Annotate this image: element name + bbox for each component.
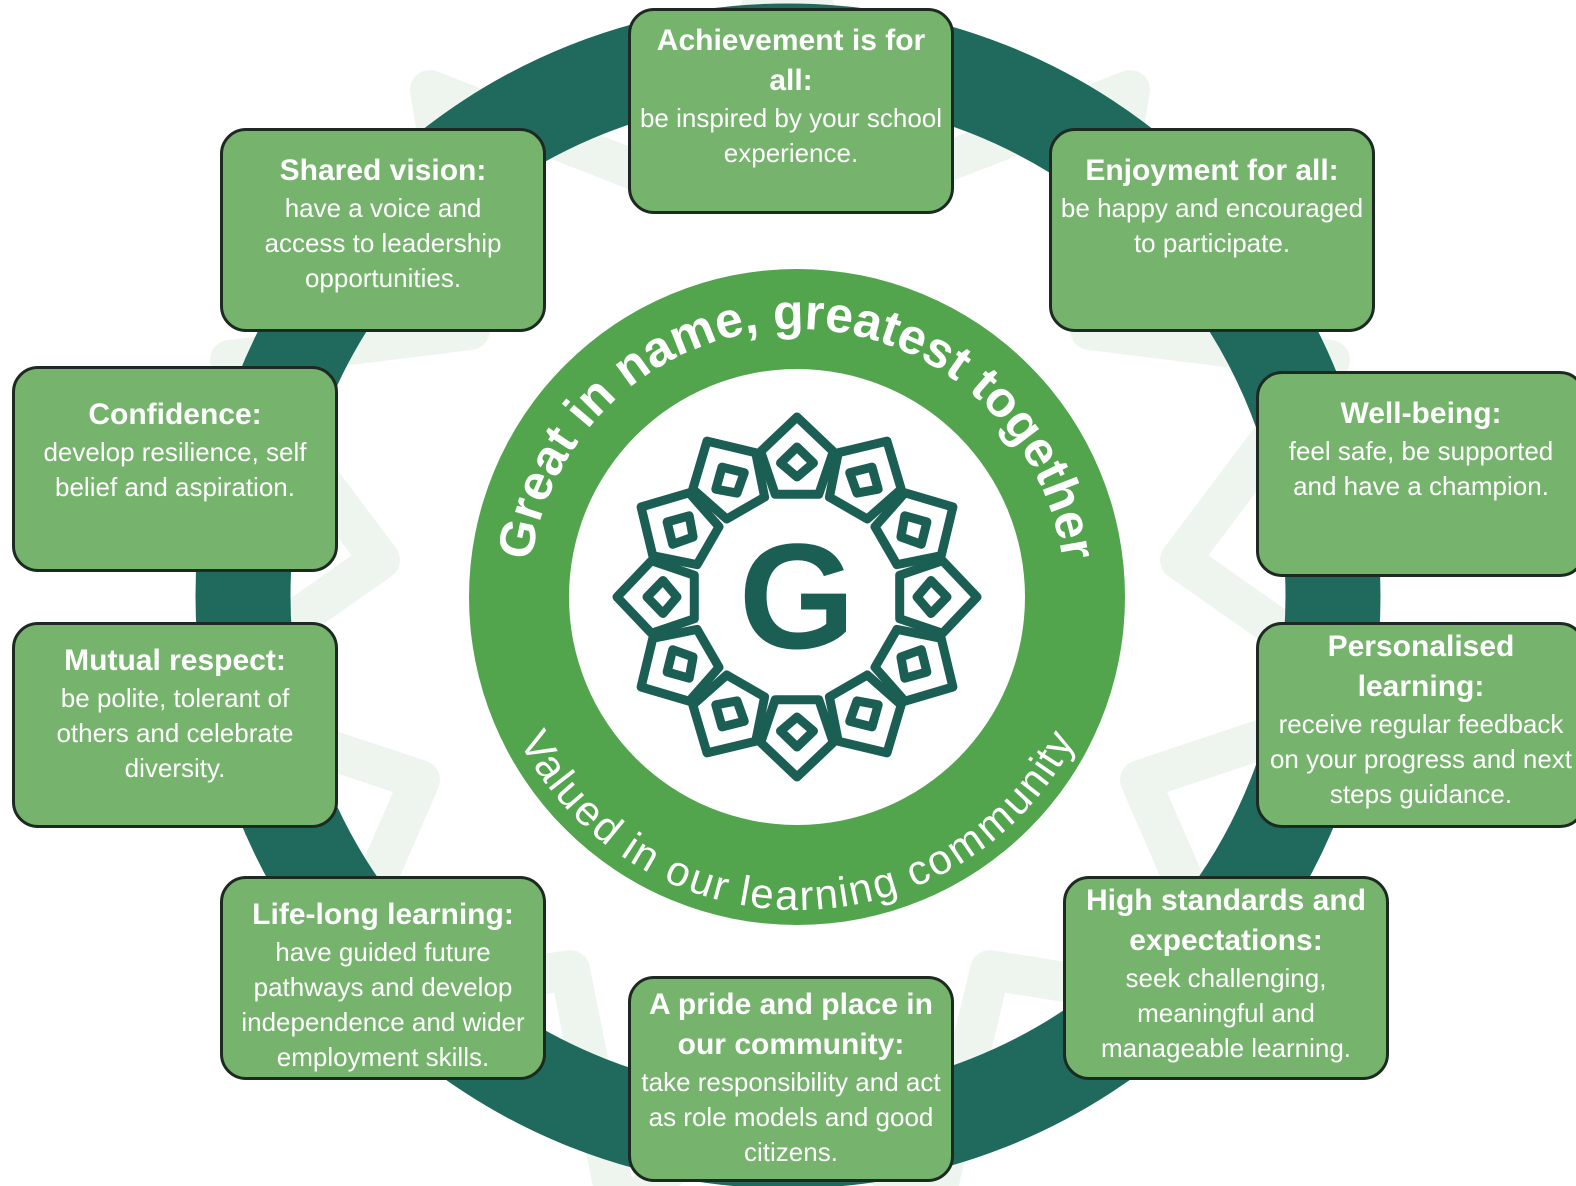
value-title: Achievement is for all: — [656, 24, 926, 97]
value-box-confidence: Confidence: develop resilience, self bel… — [12, 366, 338, 572]
value-title: Well-being: — [1340, 397, 1502, 430]
emblem-diamond — [912, 576, 952, 618]
value-box-well-being: Well-being: feel safe, be supported and … — [1256, 371, 1576, 577]
emblem-petal — [824, 670, 906, 758]
value-title: Shared vision: — [279, 154, 487, 187]
value-text: receive regular feedback on your progres… — [1269, 709, 1573, 809]
value-text: have a voice and access to leadership op… — [264, 193, 502, 293]
emblem-petal — [756, 412, 838, 499]
emblem-petal — [824, 436, 906, 524]
value-box-achievement: Achievement is for all: be inspired by y… — [628, 8, 954, 214]
emblem-petal — [636, 624, 724, 706]
value-title: Mutual respect: — [64, 644, 286, 677]
emblem-diamond — [896, 511, 932, 549]
emblem-diamond — [776, 442, 818, 482]
emblem-petal — [870, 488, 958, 570]
value-text: have guided future pathways and develop … — [241, 937, 525, 1072]
emblem-diamond — [776, 712, 818, 752]
value-box-pride: A pride and place in our community: take… — [628, 976, 954, 1182]
emblem-petal — [895, 556, 982, 638]
emblem-diamond — [711, 462, 749, 498]
value-text: seek challenging, meaningful and managea… — [1100, 963, 1352, 1063]
center-white-disc — [569, 369, 1025, 825]
emblem-diamond — [662, 511, 698, 549]
logo-letter: G — [739, 512, 856, 680]
emblem-diamond — [896, 645, 932, 683]
emblem-petal — [688, 436, 770, 524]
value-text: take responsibility and act as role mode… — [641, 1067, 941, 1167]
emblem-petal — [870, 624, 958, 706]
value-box-personalised: Personalised learning: receive regular f… — [1256, 622, 1576, 828]
emblem-diamond — [642, 576, 682, 618]
emblem-diamond — [845, 462, 883, 498]
value-box-shared-vision: Shared vision: have a voice and access t… — [220, 128, 546, 332]
value-title: Confidence: — [88, 398, 262, 431]
value-title: Life-long learning: — [252, 898, 514, 931]
value-text: feel safe, be supported and have a champ… — [1288, 436, 1554, 501]
emblem-petal — [688, 670, 770, 758]
emblem-petal — [612, 556, 699, 638]
emblem-petal — [636, 488, 724, 570]
value-text: be happy and encouraged to participate. — [1060, 193, 1364, 258]
value-title: A pride and place in our community: — [649, 988, 933, 1061]
value-box-enjoyment: Enjoyment for all: be happy and encourag… — [1049, 128, 1375, 332]
value-box-mutual-respect: Mutual respect: be polite, tolerant of o… — [12, 622, 338, 828]
star-emblem-icon — [612, 412, 982, 782]
emblem-diamond — [845, 696, 883, 732]
value-box-life-long: Life-long learning: have guided future p… — [220, 876, 546, 1080]
value-text: be inspired by your school experience. — [639, 103, 943, 168]
value-box-high-standards: High standards and expectations: seek ch… — [1063, 876, 1389, 1080]
value-title: High standards and expectations: — [1085, 884, 1367, 957]
emblem-diamond — [711, 696, 749, 732]
emblem-diamond — [662, 645, 698, 683]
emblem-petal — [756, 695, 838, 782]
value-title: Enjoyment for all: — [1085, 154, 1339, 187]
value-text: develop resilience, self belief and aspi… — [43, 437, 307, 502]
value-text: be polite, tolerant of others and celebr… — [56, 683, 294, 783]
value-title: Personalised learning: — [1327, 630, 1515, 703]
